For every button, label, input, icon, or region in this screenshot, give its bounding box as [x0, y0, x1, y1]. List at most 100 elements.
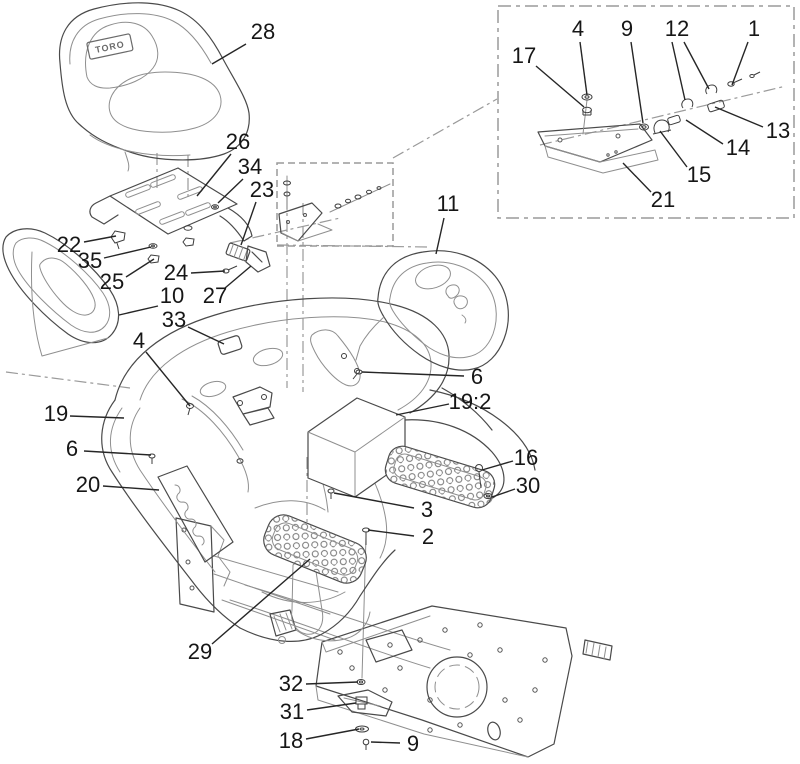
part-number-label: 9	[407, 731, 419, 756]
leader-line	[211, 558, 311, 645]
inset-detail-box	[497, 5, 795, 219]
leader-line	[190, 270, 226, 274]
leader-line	[305, 681, 359, 685]
callout-23: 23	[240, 177, 274, 246]
callout-9-inset: 9	[621, 16, 644, 124]
leader-line	[118, 305, 159, 316]
leader-line	[622, 162, 652, 193]
callout-24: 24	[164, 260, 226, 285]
callout-12: 12	[665, 16, 710, 101]
part-number-label: 24	[164, 260, 188, 285]
leader-line	[187, 326, 225, 345]
part-number-label: 16	[514, 445, 538, 470]
callout-21: 21	[622, 162, 675, 212]
leader-line	[196, 153, 232, 197]
leader-line	[306, 702, 357, 711]
leader-line	[370, 741, 401, 744]
leader-line	[361, 371, 465, 377]
leader-line	[103, 246, 152, 259]
part-number-label: 10	[160, 283, 184, 308]
right-footrest	[384, 445, 496, 509]
leader-line	[145, 351, 191, 407]
part-number-label: 29	[188, 639, 212, 664]
part-number-label: 6	[471, 364, 483, 389]
part-number-label: 15	[687, 162, 711, 187]
leader-line	[333, 492, 415, 509]
leader-line	[481, 460, 514, 471]
part-number-label: 20	[76, 472, 100, 497]
leader-line	[69, 415, 125, 419]
callout-17: 17	[512, 43, 585, 108]
left-fender-illustration	[2, 228, 120, 357]
part-number-label: 4	[133, 328, 145, 353]
part-number-label: 19	[44, 401, 68, 426]
callout-13: 13	[714, 106, 790, 143]
leader-line	[535, 65, 585, 108]
callout-32: 32	[279, 671, 359, 696]
callout-15: 15	[659, 130, 711, 187]
callout-10: 10	[118, 283, 184, 316]
toro-logo: TORO	[86, 33, 134, 60]
part-number-label: 12	[665, 16, 689, 41]
callout-25: 25	[100, 258, 155, 294]
part-number-label: 9	[621, 16, 633, 41]
part-number-label: 14	[726, 135, 750, 160]
callout-35: 35	[78, 246, 152, 273]
callout-34: 34	[217, 154, 262, 204]
part-number-label: 18	[279, 728, 303, 753]
leader-line	[630, 41, 644, 124]
callout-22: 22	[57, 232, 117, 257]
callout-3: 3	[333, 492, 433, 522]
part-number-label: 32	[279, 671, 303, 696]
callout-16: 16	[481, 445, 538, 471]
callout-6-left: 6	[66, 436, 152, 461]
pivot-bracket	[337, 689, 393, 717]
leader-line	[731, 41, 749, 86]
left-footrest	[263, 514, 367, 584]
leader-line	[579, 41, 588, 96]
callout-1: 1	[731, 16, 760, 86]
leader-line	[125, 258, 155, 278]
part-number-label: 17	[512, 43, 536, 68]
leader-line	[83, 450, 152, 456]
latch-plate-33	[217, 335, 243, 355]
part-number-label: 27	[203, 283, 227, 308]
callout-4-main: 4	[133, 328, 191, 407]
leader-line	[435, 217, 445, 255]
frame-illustration	[175, 517, 613, 758]
leader-line	[211, 43, 247, 65]
part-number-label: 26	[226, 129, 250, 154]
leader-line	[685, 119, 724, 145]
callout-19-2: 19:2	[395, 389, 492, 416]
callout-26: 26	[196, 129, 250, 197]
frame-holes	[337, 622, 548, 733]
part-number-label: 11	[437, 191, 460, 216]
leader-line	[491, 488, 516, 498]
callout-18: 18	[279, 728, 360, 753]
part-number-label: 3	[421, 497, 433, 522]
callout-27: 27	[203, 265, 252, 308]
leader-line	[102, 485, 160, 491]
bracket-27	[245, 245, 271, 273]
leader-line	[671, 41, 686, 101]
part-number-label: 33	[162, 307, 186, 332]
callout-33: 33	[162, 307, 225, 345]
part-number-label: 34	[238, 154, 262, 179]
part-number-label: 22	[57, 232, 81, 257]
callout-14: 14	[685, 119, 750, 160]
part-number-label: 23	[250, 177, 274, 202]
leader-line	[659, 130, 688, 168]
leader-line	[683, 41, 710, 90]
seat-illustration: TORO	[58, 2, 250, 172]
leader-line	[714, 106, 764, 128]
installed-bracket-zone	[276, 162, 394, 247]
callout-30: 30	[491, 473, 540, 498]
part-number-label: 21	[651, 187, 675, 212]
plate-slots	[125, 174, 211, 225]
part-number-label: 19:2	[449, 389, 492, 414]
part-number-label: 28	[251, 19, 275, 44]
part-number-label: 30	[516, 473, 540, 498]
panel-19-2	[307, 397, 406, 498]
